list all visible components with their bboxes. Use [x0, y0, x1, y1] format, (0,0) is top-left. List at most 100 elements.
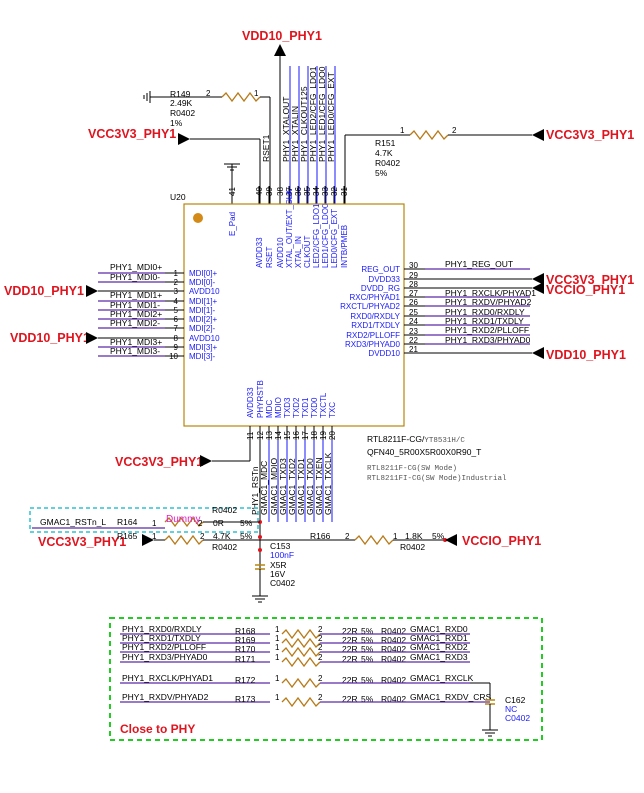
net-gmac1-mdio: GMAC1_MDIO	[269, 457, 279, 515]
close-row-tolerance: 5%	[361, 694, 374, 704]
top-pin-num: 37	[285, 187, 294, 196]
close-row-pin2: 2	[318, 643, 323, 652]
chip-top-pins: 41E_Pad40AVDD3339RSET38AVDD1037XTAL_OUT/…	[228, 186, 349, 268]
power-label-vdd10-left1: VDD10_PHY1	[4, 284, 84, 298]
right-pin-name: DVDD_RG	[361, 284, 400, 293]
chip-bottom-pins: 11AVDD3312PHYRSTB13MDC14MDIO15TXD316TXD2…	[246, 380, 337, 440]
r149-pin2: 2	[206, 89, 211, 98]
net-phy1-mdi2p: PHY1_MDI2+	[110, 309, 162, 319]
top-pin-num: 38	[276, 187, 285, 196]
close-row-to: GMAC1_RXD0	[410, 624, 468, 634]
close-row-pin1: 1	[275, 643, 280, 652]
bottom-pin-name: AVDD33	[246, 387, 255, 418]
left-pin-name: MDI[2]-	[189, 324, 216, 333]
close-row-value: 22R	[342, 626, 358, 636]
bottom-pin-num: 18	[310, 431, 319, 440]
resistor-r165	[164, 535, 204, 545]
top-net-lines	[289, 66, 336, 204]
right-pin-num: 22	[409, 336, 418, 345]
power-label-vcc3v3-right: VCC3V3_PHY1	[546, 273, 634, 287]
net-rset1: RSET1	[261, 134, 271, 162]
net-phy1-rxd0: PHY1_RXD0/RXDLY	[445, 307, 525, 317]
r164-ref: R164	[117, 517, 138, 527]
power-arrow-vdd10-right	[532, 347, 544, 359]
ground-symbol-c153	[251, 595, 269, 603]
left-pin-num: 3	[174, 287, 179, 296]
close-row-resistor	[281, 629, 321, 639]
chip-part: RTL8211F-CG/YT8531H/C	[367, 434, 465, 445]
net-gmac1-mdc: GMAC1_MDC	[259, 461, 269, 515]
top-pin-num: 31	[340, 187, 349, 196]
bottom-pin-num: 11	[246, 431, 255, 440]
power-label-vdd10-right: VDD10_PHY1	[546, 348, 626, 362]
r166-pin2: 2	[345, 532, 350, 541]
close-row-pin1: 1	[275, 674, 280, 683]
resistor-r151	[409, 130, 449, 140]
close-row-resistor	[281, 647, 321, 657]
close-row-pin1: 1	[275, 634, 280, 643]
bottom-pin-name: MDC	[265, 400, 274, 418]
top-pin-name: XTAL_IN	[294, 236, 303, 268]
left-pin-num: 5	[174, 306, 179, 315]
close-row-value: 22R	[342, 644, 358, 654]
pin1-dot	[193, 213, 203, 223]
close-row-package: R0402	[381, 675, 406, 685]
left-net-labels: PHY1_MDI0+ PHY1_MDI0- PHY1_MDI1+ PHY1_MD…	[110, 262, 162, 356]
chip-ref: U20	[170, 192, 186, 202]
net-phy1-mdi1p: PHY1_MDI1+	[110, 290, 162, 300]
right-pin-name: REG_OUT	[361, 265, 400, 274]
power-arrow-vdd10-left1	[86, 285, 98, 297]
left-pin-name: MDI[0]+	[189, 269, 218, 278]
right-pin-num: 28	[409, 280, 418, 289]
close-row-ref: R169	[235, 635, 256, 645]
close-row-resistor	[281, 638, 321, 648]
close-row-value: 22R	[342, 635, 358, 645]
c153-dielectric: X5R	[270, 560, 287, 570]
net-phy1-mdi0n: PHY1_MDI0-	[110, 272, 160, 282]
close-row-tolerance: 5%	[361, 635, 374, 645]
right-pin-num: 23	[409, 327, 418, 336]
power-label-vcc3v3-top-left: VCC3V3_PHY1	[88, 127, 176, 141]
close-row-resistor	[281, 657, 321, 667]
close-row-package: R0402	[381, 694, 406, 704]
right-pin-num: 26	[409, 298, 418, 307]
bottom-pin-num: 14	[274, 431, 283, 440]
r164-value: 0R	[213, 518, 224, 528]
right-pin-num: 25	[409, 308, 418, 317]
r166-tolerance: 5%	[432, 531, 445, 541]
bottom-pin-name: TXD2	[292, 397, 301, 418]
r166-value: 1.8K	[405, 531, 423, 541]
resistor-r166	[354, 535, 394, 545]
close-row-pin1: 1	[275, 625, 280, 634]
top-pin-name: RSET	[265, 247, 274, 268]
bottom-pin-num: 16	[292, 431, 301, 440]
power-label-vcc3v3-r165: VCC3V3_PHY1	[38, 535, 126, 549]
chip-note2: RTL8211FI-CG(SW Mode)Industrial	[367, 475, 507, 483]
r165-tolerance: 5%	[240, 531, 253, 541]
power-arrow-vccio-bottom	[445, 534, 457, 546]
r164-pin2: 2	[198, 519, 203, 528]
close-row-pin1: 1	[275, 693, 280, 702]
close-row-ref: R172	[235, 675, 256, 685]
net-phy1-clkout125: PHY1_CLKOUT125	[299, 86, 309, 162]
top-net-labels: RSET1 PHY1_XTALOUT PHY1_XTALIN PHY1_CLKO…	[261, 66, 336, 162]
r149-package: R0402	[170, 108, 195, 118]
left-net-lines	[98, 272, 165, 357]
close-row-pin1: 1	[275, 653, 280, 662]
r151-tolerance: 5%	[375, 168, 388, 178]
top-pin-num: 39	[265, 187, 274, 196]
left-pin-num: 1	[174, 269, 179, 278]
right-pin-name: RXD1/TXDLY	[351, 321, 400, 330]
net-gmac1-txd0: GMAC1_TXD0	[305, 458, 315, 515]
r149-ref: R149	[170, 89, 191, 99]
r166-ref: R166	[310, 531, 331, 541]
net-phy1-rxclk: PHY1_RXCLK/PHYAD1	[445, 288, 536, 298]
top-pin-num: 33	[321, 187, 330, 196]
r164-package: R0402	[212, 505, 237, 515]
right-pin-num: 27	[409, 289, 418, 298]
top-pin-name: XTAL_OUT/EXT_CLK	[285, 189, 294, 268]
bottom-pin-num: 20	[328, 431, 337, 440]
r164-pin1: 1	[152, 519, 157, 528]
r165-pin1: 1	[152, 532, 157, 541]
